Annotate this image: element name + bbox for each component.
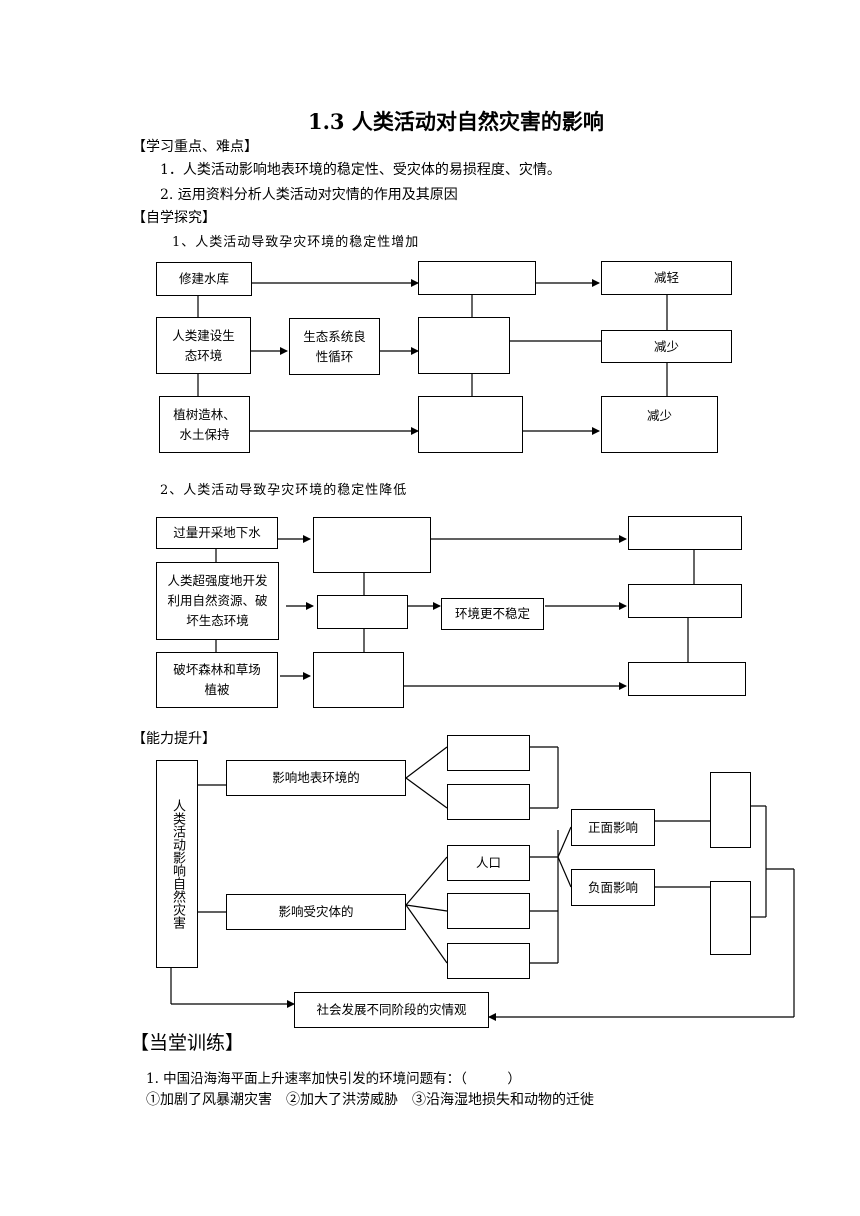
box-main-influence-label: 人类活动影响自然灾害 — [170, 799, 185, 929]
box-social: 社会发展不同阶段的灾情观 — [294, 992, 489, 1028]
blank-box-7 — [628, 516, 742, 550]
blank-box-6 — [313, 652, 404, 708]
box-victim: 影响受灾体的 — [226, 894, 406, 930]
box-overexploit: 人类超强度地开发利用自然资源、破坏生态环境 — [156, 562, 279, 640]
blank-box-8 — [628, 584, 742, 618]
box-destroy-forest: 破坏森林和草场植被 — [156, 652, 278, 708]
box-overexploit-label: 人类超强度地开发利用自然资源、破坏生态环境 — [167, 573, 268, 628]
blank-box-13 — [447, 943, 530, 979]
blank-box-10 — [447, 735, 530, 771]
question-1-options: ①加剧了风暴潮灾害 ②加大了洪涝威胁 ③沿海湿地损失和动物的迁徙 — [146, 1092, 594, 1108]
box-negative: 负面影响 — [571, 869, 655, 906]
diagram2-caption: 2、人类活动导致孕灾环境的稳定性降低 — [160, 483, 408, 498]
box-eco-build: 人类建设生态环境 — [156, 317, 251, 374]
blank-box-15 — [710, 881, 751, 955]
box-eco-cycle: 生态系统良性循环 — [289, 318, 380, 375]
box-unstable: 环境更不稳定 — [441, 598, 544, 630]
key-point-1: 1．人类活动影响地表环境的稳定性、受灾体的易损程度、灾情。 — [160, 162, 561, 178]
box-eco-build-label: 人类建设生态环境 — [172, 327, 235, 363]
box-surface: 影响地表环境的 — [226, 760, 406, 796]
blank-box-12 — [447, 893, 530, 929]
box-reduce-1: 减轻 — [601, 261, 732, 295]
key-point-2: 2. 运用资料分析人类活动对灾情的作用及其原因 — [160, 187, 458, 203]
blank-box-4 — [313, 517, 431, 573]
box-reservoir: 修建水库 — [156, 262, 252, 296]
box-reduce-3: 减少 — [601, 396, 718, 453]
blank-box-14 — [710, 772, 751, 848]
section-practice: 【当堂训练】 — [130, 1032, 245, 1054]
box-main-influence: 人类活动影响自然灾害 — [156, 760, 198, 968]
box-reduce-2: 减少 — [601, 330, 732, 363]
blank-box-1 — [418, 261, 536, 295]
blank-box-3 — [418, 396, 523, 453]
blank-box-2 — [418, 317, 510, 374]
section-ability: 【能力提升】 — [132, 731, 216, 747]
question-1-stem: 1. 中国沿海海平面上升速率加快引发的环境问题有：（ ） — [146, 1071, 521, 1087]
box-eco-cycle-label: 生态系统良性循环 — [303, 328, 366, 364]
diagram1-caption: 1、人类活动导致孕灾环境的稳定性增加 — [172, 235, 420, 250]
blank-box-5 — [317, 595, 408, 629]
section-self-study: 【自学探究】 — [132, 210, 216, 226]
box-population: 人口 — [447, 845, 530, 881]
blank-box-11 — [447, 784, 530, 820]
section-key-points: 【学习重点、难点】 — [132, 139, 258, 155]
page-title: 1.3 人类活动对自然灾害的影响 — [308, 109, 604, 134]
box-positive: 正面影响 — [571, 809, 655, 846]
box-afforest: 植树造林、水土保持 — [159, 396, 250, 453]
box-groundwater: 过量开采地下水 — [156, 517, 278, 549]
blank-box-9 — [628, 662, 746, 696]
box-destroy-forest-label: 破坏森林和草场植被 — [173, 662, 261, 697]
box-afforest-label: 植树造林、水土保持 — [173, 406, 236, 442]
